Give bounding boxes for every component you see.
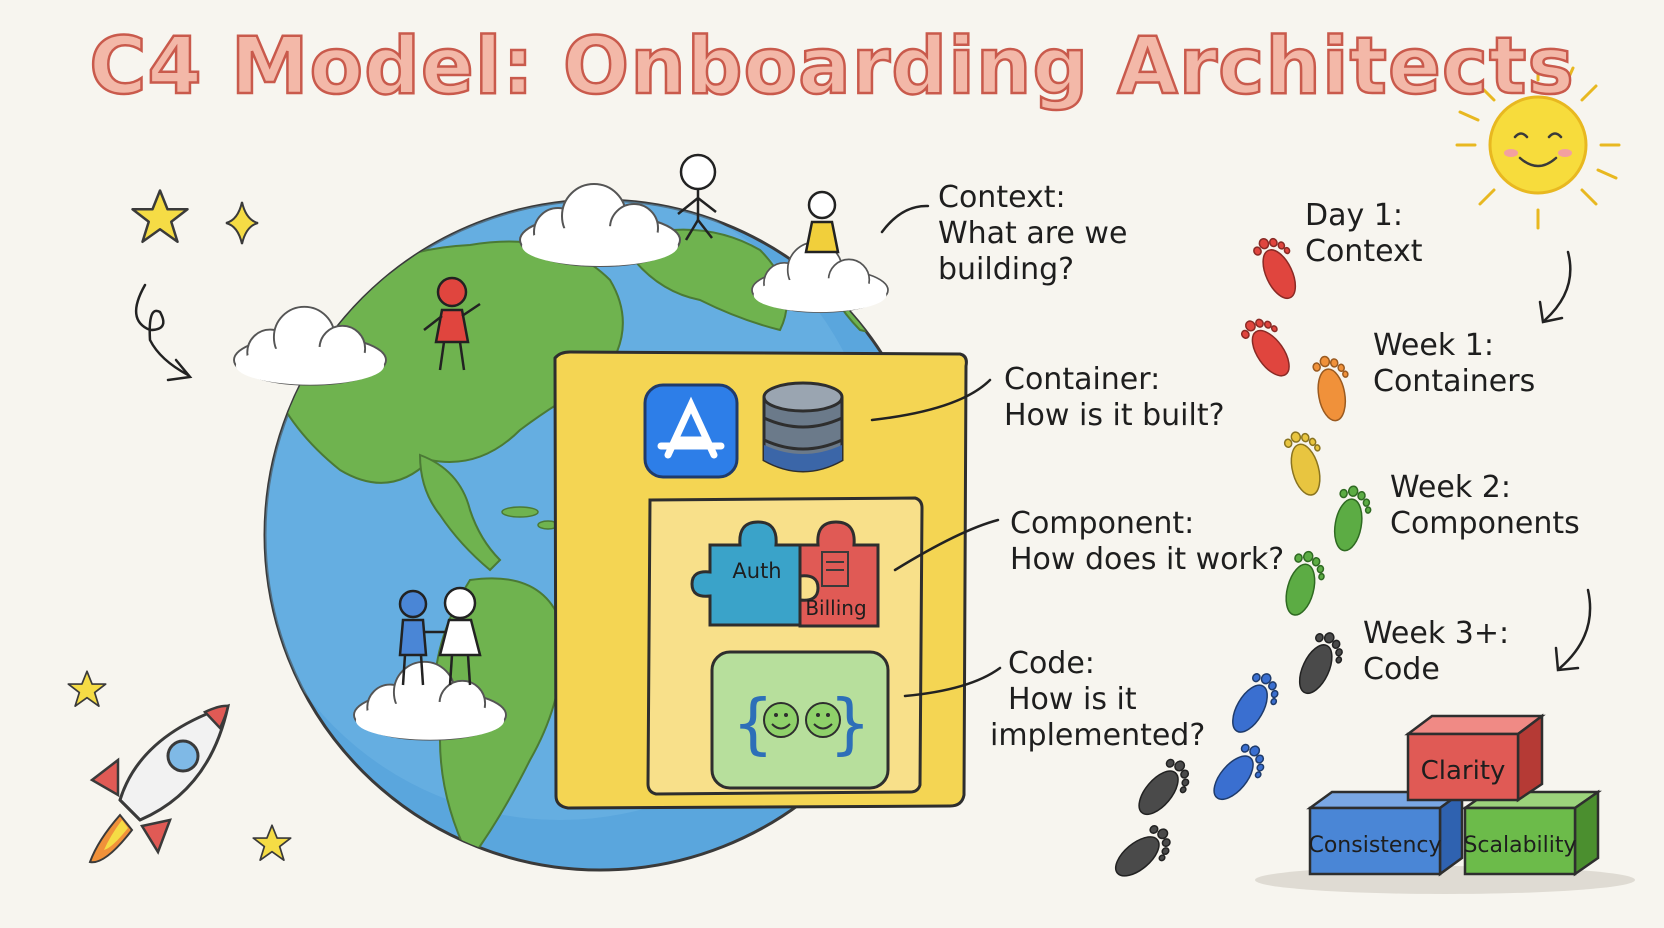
timeline-week3: Week 3+: Code [1363, 616, 1509, 688]
code-braces-icon: { } [732, 685, 871, 762]
footprint-icon [1281, 426, 1332, 500]
cloud-icon [519, 183, 681, 267]
star-icon [252, 824, 292, 862]
footprint-icon [1130, 753, 1200, 826]
timeline-when: Week 2: [1390, 470, 1511, 505]
timeline-week2: Week 2: Components [1390, 470, 1580, 542]
block-consistency-label: Consistency [1308, 833, 1441, 858]
footprint-icon [1329, 483, 1375, 555]
footprint-icon [1279, 547, 1331, 621]
level-line: building? [938, 252, 1075, 287]
level-line: How does it work? [1010, 542, 1285, 577]
timeline-what: Components [1390, 506, 1580, 541]
timeline-what: Code [1363, 652, 1440, 687]
app-store-icon [643, 383, 739, 479]
timeline-what: Context [1305, 234, 1423, 269]
timeline-week1: Week 1: Containers [1373, 328, 1535, 400]
database-icon [762, 381, 844, 473]
arrow-icon [1538, 250, 1572, 324]
level-line: implemented? [990, 718, 1206, 753]
block-clarity-label: Clarity [1421, 756, 1506, 786]
level-container: Container: How is it built? [1004, 362, 1225, 434]
level-line: How is it [1008, 682, 1137, 717]
page-title: C4 Model: Onboarding Architects [88, 21, 1575, 114]
timeline-when: Week 1: [1373, 328, 1494, 363]
puzzle-icon [690, 520, 880, 628]
footprint-icon [1205, 738, 1275, 811]
timeline-when: Day 1: [1305, 198, 1403, 233]
arrow-icon [1554, 588, 1592, 672]
level-heading: Container: [1004, 362, 1161, 397]
rocket-icon [88, 703, 231, 864]
stick-figure-icon [398, 586, 482, 686]
sun-icon [1455, 60, 1621, 230]
arrow-icon [135, 283, 193, 382]
footprint-icon [1249, 229, 1309, 305]
block-stack [1255, 713, 1635, 894]
timeline-day1: Day 1: Context [1305, 198, 1423, 270]
sparkle-icon [225, 201, 259, 245]
timeline-what: Containers [1373, 364, 1536, 399]
block-scalability-label: Scalability [1463, 833, 1576, 858]
level-heading: Context: [938, 180, 1066, 215]
component-billing-label: Billing [805, 596, 866, 620]
level-context: Context: What are we building? [938, 180, 1127, 288]
level-line: What are we [938, 216, 1128, 251]
stick-figure-icon [677, 153, 717, 241]
level-line: How is it built? [1004, 398, 1225, 433]
stick-figure-icon [423, 276, 481, 371]
footprint-icon [1310, 352, 1357, 424]
leader-lines [870, 204, 1002, 698]
footprint-icon [1236, 309, 1303, 383]
footprint-icon [1291, 627, 1351, 702]
level-heading: Component: [1010, 506, 1195, 541]
footprint-icon [1107, 820, 1181, 889]
stick-figure-icon [804, 190, 840, 254]
footprint-icon [1224, 667, 1288, 742]
star-icon [131, 189, 189, 243]
component-auth-label: Auth [732, 559, 781, 583]
level-code: Code: How is it implemented? [990, 646, 1205, 754]
level-component: Component: How does it work? [1010, 506, 1284, 578]
code-box [710, 650, 890, 790]
timeline-when: Week 3+: [1363, 616, 1510, 651]
level-heading: Code: [1008, 646, 1095, 681]
star-icon [67, 670, 107, 708]
